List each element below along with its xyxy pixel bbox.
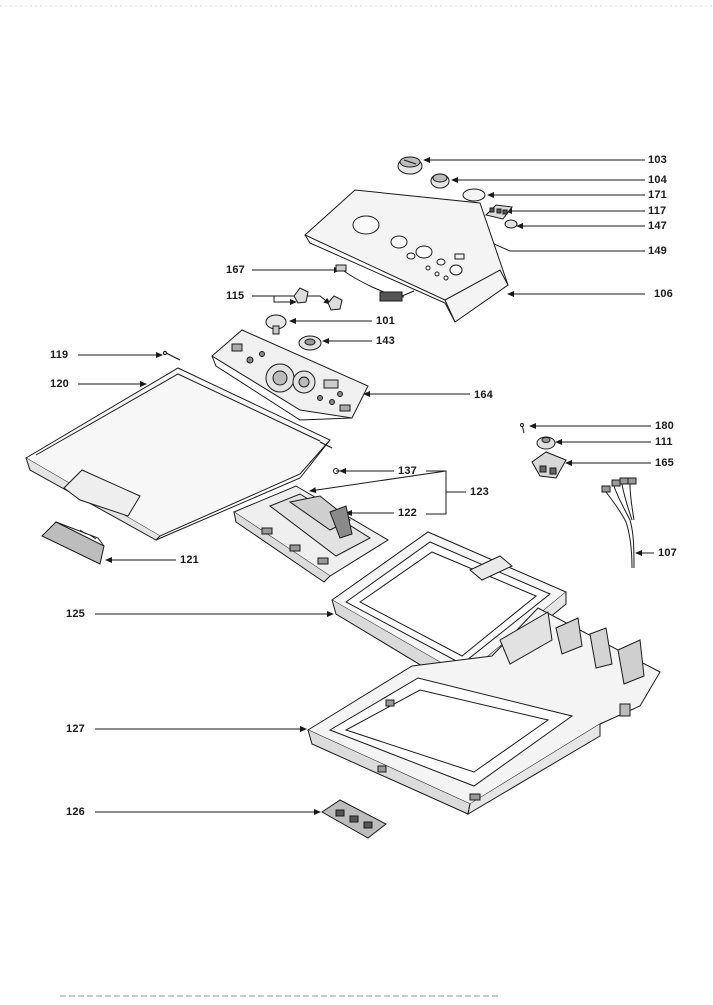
wire-harness-167 xyxy=(335,264,415,302)
leader-115b xyxy=(274,295,331,305)
callout-137: 137 xyxy=(398,465,417,477)
dispenser-123 xyxy=(232,485,389,583)
leader-123-bracket xyxy=(426,470,447,515)
knob-104 xyxy=(430,173,450,189)
callout-165: 165 xyxy=(655,457,674,469)
clips-115 xyxy=(293,287,343,311)
callout-143: 143 xyxy=(376,335,395,347)
callout-115: 115 xyxy=(226,290,245,302)
callout-107: 107 xyxy=(658,547,677,559)
leader-lines xyxy=(78,157,654,815)
callout-127: 127 xyxy=(66,723,85,735)
button-147 xyxy=(504,219,518,229)
dial-143 xyxy=(298,335,322,351)
wire-bundle-107 xyxy=(601,477,637,569)
switch-block-117 xyxy=(485,204,513,220)
pin-137-left xyxy=(319,441,333,449)
handle-121 xyxy=(41,521,105,565)
callout-106: 106 xyxy=(654,288,673,300)
cabinet-127 xyxy=(306,607,661,816)
dial-101 xyxy=(265,314,287,335)
callout-123: 123 xyxy=(470,486,489,498)
callout-104: 104 xyxy=(648,174,667,186)
lid-120 xyxy=(25,367,331,541)
switch-165 xyxy=(531,451,567,479)
callout-125: 125 xyxy=(66,608,85,620)
callout-120: 120 xyxy=(50,378,69,390)
callout-121: 121 xyxy=(180,554,199,566)
screw-180 xyxy=(520,423,525,434)
bracket-126 xyxy=(321,799,387,839)
callout-103: 103 xyxy=(648,154,667,166)
callout-126: 126 xyxy=(66,806,85,818)
callout-122: 122 xyxy=(398,507,417,519)
screw-137 xyxy=(333,468,346,474)
callout-101: 101 xyxy=(376,315,395,327)
callout-117: 117 xyxy=(648,205,667,217)
callout-180: 180 xyxy=(655,420,674,432)
cap-171 xyxy=(462,188,486,202)
knob-103 xyxy=(397,156,423,175)
pin-119 xyxy=(162,350,181,361)
leader-123-to-part xyxy=(309,470,447,494)
console-panel-106 xyxy=(304,189,509,323)
callout-167: 167 xyxy=(226,264,245,276)
control-board-164 xyxy=(211,329,369,421)
leader-115a xyxy=(252,295,297,305)
cap-111 xyxy=(536,436,556,450)
callout-164: 164 xyxy=(474,389,493,401)
callout-119: 119 xyxy=(50,349,69,361)
callout-111: 111 xyxy=(655,436,673,448)
callout-149: 149 xyxy=(648,245,667,257)
callout-171: 171 xyxy=(648,189,667,201)
siphon-122 xyxy=(329,505,353,539)
callout-147: 147 xyxy=(648,220,667,232)
